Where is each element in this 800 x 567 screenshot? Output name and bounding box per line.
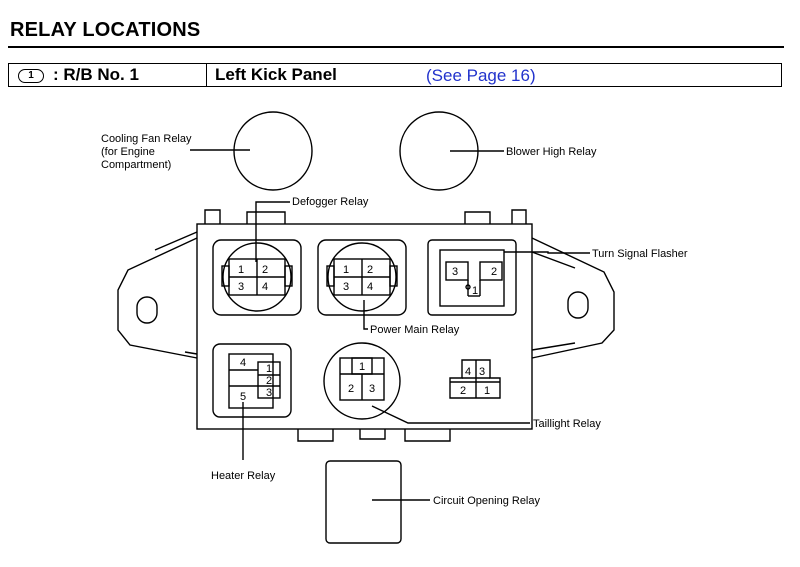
relay-block-name: : R/B No. 1 (53, 65, 139, 84)
blower-high-relay-label: Blower High Relay (506, 146, 597, 158)
heater-pin-3: 3 (266, 387, 272, 399)
defogger-pin-4: 4 (262, 281, 268, 293)
location-text: Left Kick Panel (215, 65, 337, 84)
circuit-opening-relay-label: Circuit Opening Relay (433, 495, 540, 507)
power-main-pin-3: 3 (343, 281, 349, 293)
turn-signal-pin-1: 1 (472, 285, 478, 297)
power-main-pin-4: 4 (367, 281, 373, 293)
relay-block-cell: 1 : R/B No. 1 (9, 64, 207, 86)
item-number-badge: 1 (18, 69, 44, 83)
small-connector-pin-2: 2 (460, 385, 466, 397)
turn-signal-pin-3: 3 (452, 266, 458, 278)
circuit-opening-relay (325, 460, 402, 544)
small-connector-pin-3: 3 (479, 366, 485, 378)
turn-signal-flasher-socket (427, 239, 517, 316)
defogger-relay-label: Defogger Relay (292, 196, 369, 208)
defogger-pin-2: 2 (262, 264, 268, 276)
cooling-fan-relay (233, 111, 313, 191)
taillight-pin-2: 2 (348, 383, 354, 395)
taillight-pin-3: 3 (369, 383, 375, 395)
heater-relay-label: Heater Relay (211, 470, 276, 482)
cooling-fan-relay-label-line3: Compartment) (101, 159, 171, 171)
taillight-relay-label: Taillight Relay (533, 418, 601, 430)
power-main-relay-label: Power Main Relay (370, 324, 460, 336)
small-connector-pin-1: 1 (484, 385, 490, 397)
small-connector-pin-4: 4 (465, 366, 471, 378)
page-title: RELAY LOCATIONS (10, 19, 201, 41)
heater-pin-5: 5 (240, 391, 246, 403)
defogger-relay-socket (212, 239, 302, 316)
heater-relay-socket (212, 343, 292, 418)
defogger-pin-1: 1 (238, 264, 244, 276)
right-mount-hole (567, 291, 589, 319)
cooling-fan-relay-label: Cooling Fan Relay (101, 133, 192, 145)
right-mount-ear (531, 237, 615, 359)
left-mount-ear (117, 237, 198, 359)
left-mount-hole (136, 296, 158, 324)
defogger-pin-3: 3 (238, 281, 244, 293)
see-page-link[interactable]: (See Page 16) (426, 66, 536, 85)
title-rule (8, 46, 784, 48)
junction-block-body (196, 223, 533, 430)
heater-pin-4: 4 (240, 357, 246, 369)
small-4pin-connector (449, 359, 501, 399)
power-main-relay-socket (317, 239, 407, 316)
taillight-pin-1: 1 (359, 361, 365, 373)
power-main-pin-2: 2 (367, 264, 373, 276)
heater-pin-1: 1 (266, 363, 272, 375)
location-header: 1 : R/B No. 1 Left Kick Panel (See Page … (8, 63, 782, 87)
turn-signal-flasher-label: Turn Signal Flasher (592, 248, 688, 260)
turn-signal-pin-2: 2 (491, 266, 497, 278)
taillight-relay-socket (323, 342, 401, 420)
power-main-pin-1: 1 (343, 264, 349, 276)
cooling-fan-relay-label-line2: (for Engine (101, 146, 155, 158)
heater-pin-2: 2 (266, 375, 272, 387)
